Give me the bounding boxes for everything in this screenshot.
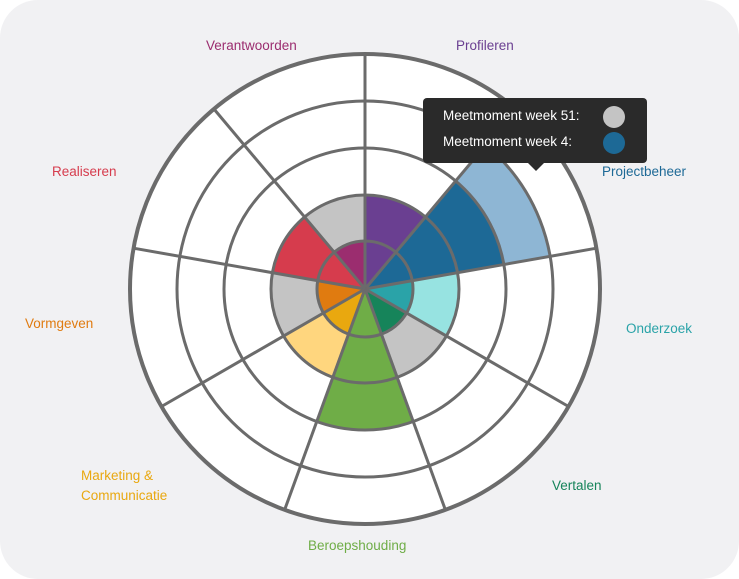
tooltip-week51-swatch <box>603 106 625 128</box>
tooltip-week4-label: Meetmoment week 4: <box>443 134 573 149</box>
tooltip-arrow <box>528 163 544 171</box>
grid-spoke <box>160 287 366 408</box>
segment-vertalen-week51 <box>381 313 447 378</box>
segment-profileren-week4 <box>365 195 426 289</box>
grid-spoke <box>364 287 570 408</box>
tooltip-week4-swatch <box>603 132 625 154</box>
label-projectbeheer: Projectbeheer <box>602 164 687 179</box>
segment-onderzoek-week4 <box>365 280 413 313</box>
segment-verantwoorden-week51 <box>304 195 365 253</box>
segment-vormgeven-week4 <box>317 280 365 313</box>
tooltip-row-week51: Meetmoment week 51: <box>443 106 647 132</box>
label-profileren: Profileren <box>456 38 514 53</box>
grid-spoke <box>283 288 367 511</box>
segment-realiseren-week4 <box>272 216 365 289</box>
segment-marketing-communicatie-week51 <box>283 313 349 378</box>
grid-spoke <box>363 288 447 511</box>
segment-beroepshouding-week4 <box>316 289 414 431</box>
segment-projectbeheer-week4 <box>365 180 504 289</box>
segment-marketing-communicatie-week4 <box>323 289 365 335</box>
label-beroepshouding: Beroepshouding <box>308 538 407 553</box>
label-vormgeven: Vormgeven <box>25 316 94 331</box>
segment-verantwoorden-week4 <box>334 241 365 289</box>
label-marketing-communicatie: Marketing & Communicatie <box>81 468 168 503</box>
label-onderzoek: Onderzoek <box>626 321 693 336</box>
label-realiseren: Realiseren <box>52 164 117 179</box>
tooltip-week51-label: Meetmoment week 51: <box>443 108 580 123</box>
grid-spoke <box>364 246 597 291</box>
tooltip-row-week4: Meetmoment week 4: <box>443 132 647 158</box>
label-vertalen: Vertalen <box>552 478 602 493</box>
segment-projectbeheer-week51 <box>455 144 551 265</box>
grid-spoke <box>133 246 366 291</box>
chart-tooltip: Meetmoment week 51: Meetmoment week 4: <box>423 98 647 163</box>
grid-spoke <box>212 108 367 290</box>
segment-vertalen-week4 <box>365 289 407 335</box>
label-verantwoorden: Verantwoorden <box>206 38 297 53</box>
